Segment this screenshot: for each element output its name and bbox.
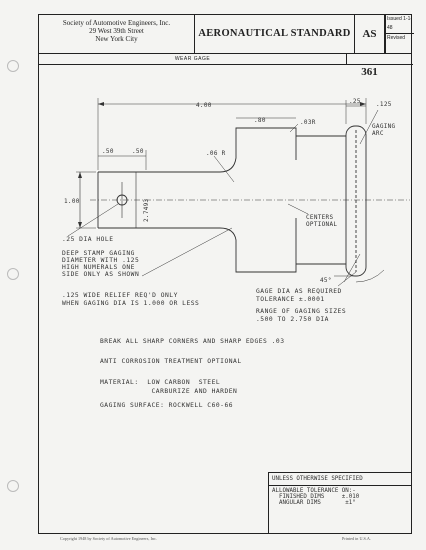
dim-radius-small: .03R — [300, 119, 316, 126]
part-title: WEAR GAGE — [39, 53, 347, 65]
issue-box: Issued 1-1-48 Revised — [385, 15, 414, 53]
note-gaging-surface: GAGING SURFACE: ROCKWELL C60-66 — [100, 402, 234, 409]
callout-range: RANGE OF GAGING SIZES .500 TO 2.750 DIA — [256, 308, 347, 323]
dim-stem-length: .80 — [254, 117, 266, 124]
dim-head-width: .25 — [349, 98, 361, 105]
society-city: New York City — [95, 35, 138, 43]
footer-copyright: Copyright 1948 by Society of Automotive … — [60, 536, 157, 541]
note-material: MATERIAL: LOW CARBON STEEL CARBURIZE AND… — [100, 379, 238, 395]
standard-title: AERONAUTICAL STANDARD — [195, 15, 355, 53]
dim-fillet-radius: .06 R — [206, 150, 226, 157]
tolerance-line-1: ALLOWABLE TOLERANCE ON:- — [272, 488, 356, 494]
revised-label: Revised — [387, 35, 406, 41]
tolerance-line-2: FINISHED DIMS ±.010 — [272, 494, 360, 500]
callout-gage-dia: GAGE DIA AS REQUIRED TOLERANCE ±.0001 — [256, 288, 342, 303]
callout-hole: .25 DIA HOLE — [62, 236, 114, 243]
part-title-blank — [347, 53, 413, 65]
title-block: Society of Automotive Engineers, Inc. 29… — [39, 15, 414, 78]
tolerance-line-3: ANGULAR DIMS ±1° — [272, 500, 356, 506]
tolerance-block: UNLESS OTHERWISE SPECIFIED ALLOWABLE TOL… — [268, 472, 412, 534]
callout-deep-stamp: DEEP STAMP GAGING DIAMETER WITH .125 HIG… — [62, 250, 140, 278]
dim-body-height: 1.00 — [64, 198, 80, 205]
dim-angle: 45° — [320, 277, 332, 284]
dim-overall-length: 4.00 — [196, 102, 212, 109]
society-name: Society of Automotive Engineers, Inc. — [62, 19, 171, 27]
issued-row: Issued 1-1-48 — [386, 15, 414, 34]
note-anti-corrosion: ANTI CORROSION TREATMENT OPTIONAL — [100, 358, 242, 365]
dim-slot-width: .125 — [376, 101, 392, 108]
dim-long: 2.7493 — [143, 198, 150, 222]
binder-punch-hole — [7, 60, 19, 72]
dim-offset-a: .50 — [102, 148, 114, 155]
drawing-sheet: Society of Automotive Engineers, Inc. 29… — [38, 14, 414, 534]
issued-date: 1-1-48 — [387, 16, 413, 31]
binder-punch-hole — [7, 480, 19, 492]
standard-number: AS 361 — [355, 15, 385, 78]
binder-punch-hole — [7, 268, 19, 280]
society-street: 29 West 39th Street — [89, 27, 144, 35]
society-address: Society of Automotive Engineers, Inc. 29… — [39, 15, 195, 53]
dim-offset-b: .50 — [132, 148, 144, 155]
note-break-edges: BREAK ALL SHARP CORNERS AND SHARP EDGES … — [100, 338, 285, 345]
footer-printed: Printed in U.S.A. — [342, 536, 371, 541]
tolerance-title: UNLESS OTHERWISE SPECIFIED — [269, 473, 412, 486]
callout-relief: .125 WIDE RELIEF REQ'D ONLY WHEN GAGING … — [62, 292, 200, 307]
